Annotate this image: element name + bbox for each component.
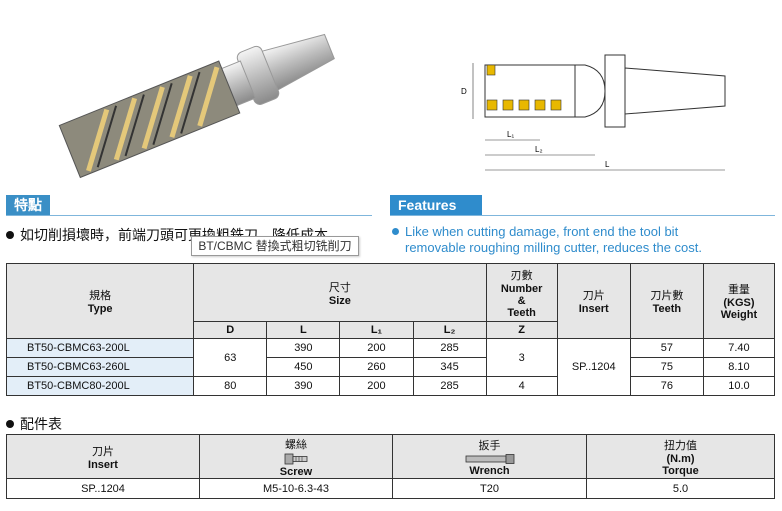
bullet-icon <box>6 420 14 428</box>
type-cell: BT50-CBMC63-200L <box>5 338 195 358</box>
dim-l2: L₂ <box>535 145 543 154</box>
dim-d: D <box>461 87 467 96</box>
weight-cell: 8.10 <box>702 357 776 377</box>
count-cell: 75 <box>629 357 704 377</box>
bullet-icon <box>392 228 399 235</box>
l-cell: 390 <box>266 338 341 358</box>
col-d: D <box>193 321 268 339</box>
features-badge-zh: 特點 <box>6 195 50 215</box>
parts-torque-header: 扭力值(N.m)Torque <box>586 434 775 479</box>
parts-section-title: 配件表 <box>6 414 62 434</box>
tool-photo <box>58 33 335 179</box>
insert-cell: SP..1204 <box>556 338 631 396</box>
table-row: BT50-CBMC80-200L 80 390 200 285 4 76 10.… <box>5 376 776 396</box>
underline-en <box>390 215 775 216</box>
type-cell: BT50-CBMC80-200L <box>5 376 195 396</box>
parts-torque-cell: 5.0 <box>586 478 775 499</box>
bullet-icon <box>6 231 14 239</box>
z-cell: 4 <box>485 376 558 396</box>
screw-icon <box>284 453 308 464</box>
table-row: BT50-CBMC63-200L 63 390 200 285 3 SP..12… <box>5 338 776 396</box>
underline-zh <box>6 215 372 216</box>
l2-cell: 285 <box>412 376 487 396</box>
col-l2: L₂ <box>412 321 487 339</box>
weight-header: 重量(KGS)Weight <box>702 263 776 339</box>
l1-cell: 200 <box>339 376 414 396</box>
parts-screw-cell: M5-10-6.3-43 <box>199 478 393 499</box>
weight-cell: 10.0 <box>702 376 776 396</box>
feature-text-en: Like when cutting damage, front end the … <box>392 224 702 256</box>
type-cell: BT50-CBMC63-260L <box>5 357 195 377</box>
table-row: BT50-CBMC63-260L 450 260 345 75 8.10 <box>5 357 776 377</box>
table-row: SP..1204 M5-10-6.3-43 T20 5.0 <box>6 478 775 499</box>
parts-screw-header: 螺絲 Screw <box>199 434 393 479</box>
dim-l: L <box>605 160 610 169</box>
parts-wrench-cell: T20 <box>392 478 587 499</box>
l1-cell: 260 <box>339 357 414 377</box>
wrench-icon <box>465 453 514 464</box>
z-cell: 3 <box>485 338 558 377</box>
technical-drawing: D L₁ L₂ L <box>461 54 726 171</box>
parts-insert-cell: SP..1204 <box>6 478 200 499</box>
l-cell: 390 <box>266 376 341 396</box>
d-cell: 80 <box>193 376 268 396</box>
count-cell: 57 <box>629 338 704 358</box>
parts-wrench-header: 扳手 Wrench <box>392 434 587 479</box>
col-l1: L₁ <box>339 321 414 339</box>
col-z: Z <box>485 321 558 339</box>
col-l: L <box>266 321 341 339</box>
l1-cell: 200 <box>339 338 414 358</box>
weight-cell: 7.40 <box>702 338 776 358</box>
dim-l1: L₁ <box>507 130 514 139</box>
tooltip: BT/CBMC 替換式粗切铣削刀 <box>191 236 359 256</box>
features-badge-en: Features <box>390 195 482 215</box>
count-cell: 76 <box>629 376 704 396</box>
l2-cell: 285 <box>412 338 487 358</box>
d-cell: 63 <box>193 338 268 377</box>
l2-cell: 345 <box>412 357 487 377</box>
l-cell: 450 <box>266 357 341 377</box>
